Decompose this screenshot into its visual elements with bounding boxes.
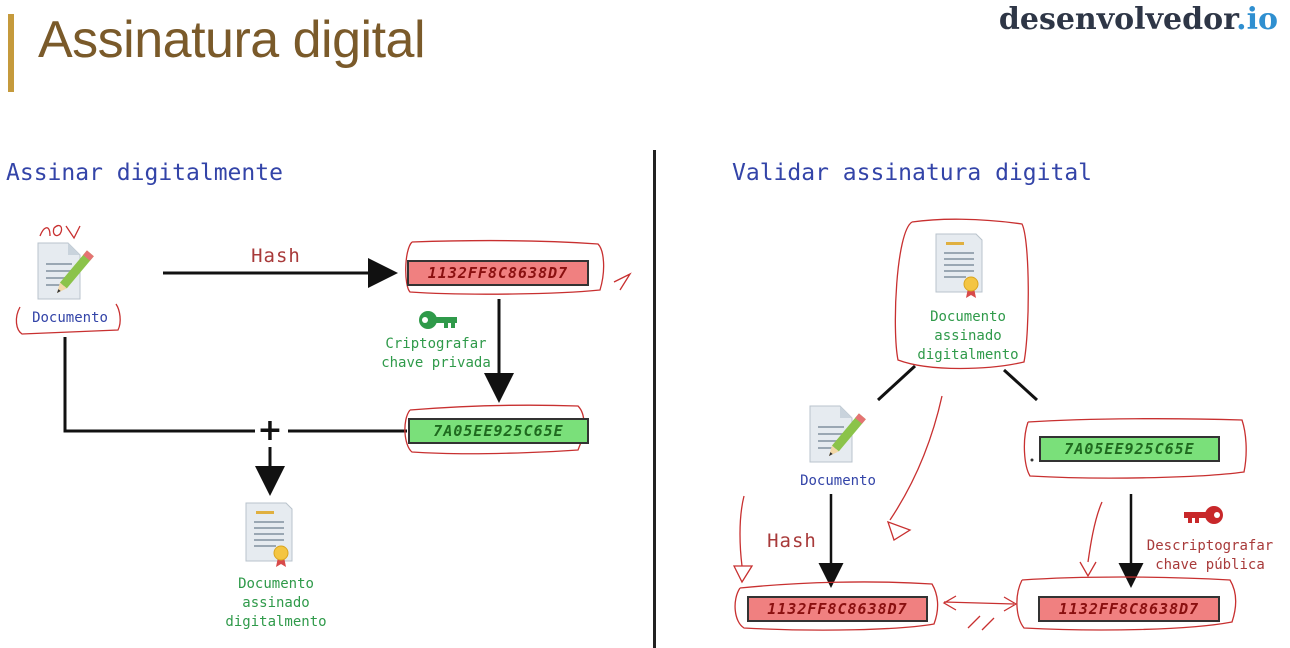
brand-name: desenvolvedor xyxy=(998,2,1237,37)
encrypt-label-line2: chave privada xyxy=(381,355,491,371)
section-divider xyxy=(653,150,656,648)
brand-logo: desenvolvedor.io xyxy=(999,2,1278,37)
document-pencil-icon-right xyxy=(809,405,867,463)
svg-text:+: + xyxy=(257,413,282,448)
private-key-icon xyxy=(419,311,457,329)
signed-document-label-right: Documento assinado digitalmento xyxy=(898,308,1038,365)
right-section-title: Validar assinatura digital xyxy=(732,160,1093,186)
hash-value-box-decrypted: 1132FF8C8638D7 xyxy=(1038,596,1220,622)
encrypt-label: Criptografar chave privada xyxy=(376,335,496,373)
document-label-right: Documento xyxy=(800,473,876,489)
signed-document-label-line3: digitalmento xyxy=(225,614,327,630)
encrypt-label-line1: Criptografar xyxy=(385,336,487,352)
signed-document-label-line2: assinado xyxy=(242,595,310,611)
decrypt-label-line2: chave pública xyxy=(1155,557,1265,573)
title-accent-bar xyxy=(8,14,14,92)
signed-document-icon-right xyxy=(935,233,983,299)
decrypt-label: Descriptografar chave pública xyxy=(1140,537,1280,575)
decrypt-label-line1: Descriptografar xyxy=(1146,538,1274,554)
signed-document-icon xyxy=(245,502,293,568)
hash-label: Hash xyxy=(251,245,301,267)
signed-document-label-right-line3: digitalmento xyxy=(917,347,1019,363)
page-title: Assinatura digital xyxy=(38,11,426,69)
signed-document-label-right-line2: assinado xyxy=(934,328,1002,344)
brand-tld: .io xyxy=(1236,2,1278,37)
left-section-title: Assinar digitalmente xyxy=(6,160,283,186)
signature-value-box-right: 7A05EE925C65E xyxy=(1039,436,1220,462)
signature-value-box: 7A05EE925C65E xyxy=(408,418,589,444)
hash-value-box: 1132FF8C8638D7 xyxy=(407,260,589,286)
document-pencil-icon xyxy=(37,242,95,300)
signed-document-label: Documento assinado digitalmento xyxy=(206,575,346,632)
hash-label-right: Hash xyxy=(767,530,817,552)
hash-value-box-computed: 1132FF8C8638D7 xyxy=(747,596,928,622)
signed-document-label-line1: Documento xyxy=(238,576,314,592)
public-key-icon xyxy=(1184,506,1223,524)
document-label: Documento xyxy=(32,310,108,326)
signed-document-label-right-line1: Documento xyxy=(930,309,1006,325)
